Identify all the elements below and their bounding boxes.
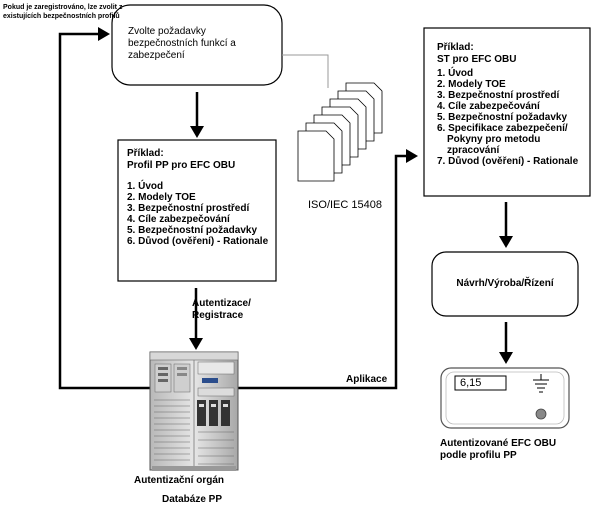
application-label: Aplikace [346,374,388,385]
iso-connector-line [282,54,329,88]
registration-note: Pokud je zaregistrováno, lze zvolit z ex… [3,4,123,20]
pp-item: 1. Úvod [127,181,164,192]
st-item: 5. Bezpečnostní požadavky [437,112,568,123]
st-item: 1. Úvod [437,68,474,79]
st-title: ST pro EFC OBU [437,54,517,65]
pp-profile-box [117,139,277,282]
st-item: 2. Modely TOE [437,79,506,90]
st-item: 6. Specifikace zabezpečení/ [437,123,568,134]
st-item: 4. Cíle zabezpečování [437,101,540,112]
arrow-to-pp [190,92,204,138]
pp-box-content: Příklad: Profil PP pro EFC OBU 1. Úvod 2… [127,148,272,247]
iso-document-stack [297,82,383,182]
pp-item: 3. Bezpečnostní prostředí [127,203,250,214]
obu-display-value: 6,15 [460,377,482,389]
obu-button-icon [535,408,547,420]
arrow-to-device [499,322,513,364]
select-requirements-box [111,4,283,86]
st-item-list: 1. Úvod 2. Modely TOE 3. Bezpečnostní pr… [437,68,587,167]
obu-display [454,375,507,391]
pp-item: 6. Důvod (ověření) - Rationale [127,236,269,247]
server-caption: Autentizační orgán [134,475,225,486]
pp-item-list: 1. Úvod 2. Modely TOE 3. Bezpečnostní pr… [127,181,272,247]
auth-label: Autentizace/ Registrace [192,298,251,322]
obu-caption-line: Autentizované EFC OBU [440,438,557,449]
arrow-to-server [189,288,203,350]
design-production-text: Návrh/Výroba/Řízení [456,278,554,289]
pp-title: Profil PP pro EFC OBU [127,160,236,171]
antenna-icon [533,374,549,393]
arrow-to-design [499,202,513,248]
st-box-content: Příklad: ST pro EFC OBU 1. Úvod 2. Model… [437,42,587,167]
application-arrow [238,149,418,390]
database-caption: Databáze PP [162,494,223,505]
st-item: 3. Bezpečnostní prostředí [437,90,560,101]
obu-device [440,367,570,429]
auth-label-line: Autentizace/ [192,298,251,309]
pp-heading: Příklad: [127,148,164,159]
design-production-box [431,251,579,317]
auth-label-line: Registrace [192,310,244,321]
st-target-box [423,27,591,197]
obu-caption-line: podle profilu PP [440,450,517,461]
iso-label: ISO/IEC 15408 [308,199,382,211]
pp-item: 2. Modely TOE [127,192,196,203]
server-icon [149,351,239,471]
obu-caption: Autentizované EFC OBU podle profilu PP [440,438,556,462]
st-heading: Příklad: [437,42,474,53]
st-item: 7. Důvod (ověření) - Rationale [437,156,579,167]
select-requirements-text: Zvolte požadavky bezpečnostních funkcí a… [128,26,236,61]
pp-item: 4. Cíle zabezpečování [127,214,230,225]
pp-item: 5. Bezpečnostní požadavky [127,225,258,236]
feedback-loop-arrow [58,27,150,390]
st-item: Pokyny pro metodu zpracování [447,134,541,156]
